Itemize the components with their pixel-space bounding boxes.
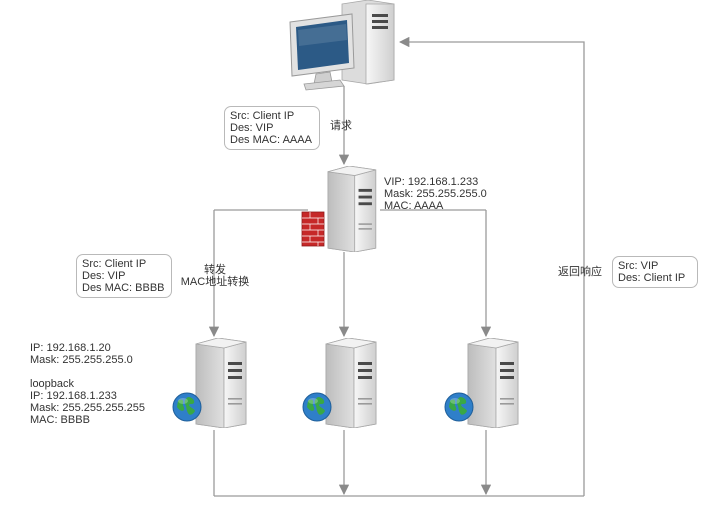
return-label: 返回响应 [558, 266, 602, 278]
forward-label-line2: MAC地址转换 [180, 276, 250, 288]
note-des: Des: VIP [82, 270, 126, 282]
connectors [208, 36, 585, 497]
rs1-loopback-title: loopback [30, 378, 75, 390]
director-server-icon [327, 166, 377, 252]
director-mac: MAC: AAAA [384, 200, 444, 212]
note-src: Src: Client IP [230, 110, 295, 122]
rs1-loopback-mac: MAC: BBBB [30, 414, 90, 426]
firewall-icon [301, 211, 325, 247]
rs1-loopback-ip: IP: 192.168.1.233 [30, 390, 117, 402]
return-des: Des: Client IP [618, 272, 686, 284]
director-info: VIP: 192.168.1.233 Mask: 255.255.255.0 M… [384, 176, 487, 212]
realserver1-info: IP: 192.168.1.20 Mask: 255.255.255.0 loo… [30, 342, 145, 426]
client-request-packet-note: Src: Client IP Des: VIP Des MAC: AAAA [224, 106, 320, 150]
return-path-line [398, 36, 585, 496]
client-pc-icon [289, 0, 395, 91]
realserver-2-icon [302, 338, 377, 428]
note-src: Src: Client IP [82, 258, 147, 270]
globe-icon [172, 392, 202, 422]
globe-icon [302, 392, 332, 422]
forward-packet-note: Src: Client IP Des: VIP Des MAC: BBBB [76, 254, 172, 298]
director-mask: Mask: 255.255.255.0 [384, 188, 487, 200]
rs1-mask: Mask: 255.255.255.0 [30, 354, 133, 366]
note-des-mac: Des MAC: AAAA [230, 134, 312, 146]
return-src: Src: VIP [618, 260, 659, 272]
note-des: Des: VIP [230, 122, 274, 134]
rs1-ip: IP: 192.168.1.20 [30, 342, 111, 354]
director-vip: VIP: 192.168.1.233 [384, 176, 479, 188]
forward-label: 转发 MAC地址转换 [172, 264, 258, 288]
note-des-mac: Des MAC: BBBB [82, 282, 165, 294]
return-packet-note: Src: VIP Des: Client IP [612, 256, 698, 288]
realserver-1-icon [172, 338, 247, 428]
globe-icon [444, 392, 474, 422]
forward-label-line1: 转发 [204, 264, 226, 276]
request-label: 请求 [330, 120, 352, 132]
rs1-loopback-mask: Mask: 255.255.255.255 [30, 402, 145, 414]
realserver-3-icon [444, 338, 519, 428]
